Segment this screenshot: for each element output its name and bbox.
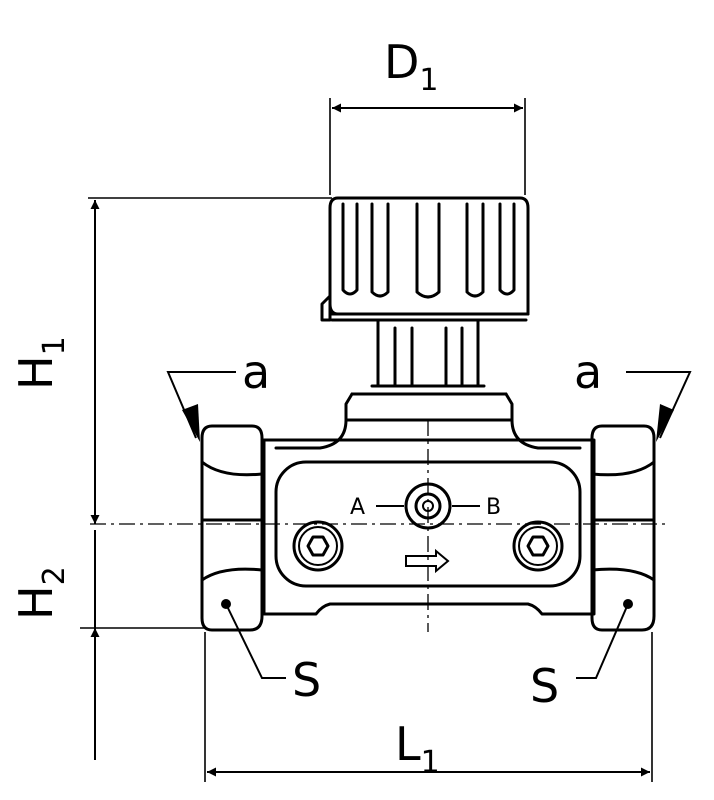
l1-label: L1 bbox=[395, 717, 440, 780]
flow-direction-arrow-icon bbox=[405, 548, 450, 574]
h2-label: H2 bbox=[9, 566, 72, 620]
valve-stem bbox=[350, 318, 508, 396]
measuring-port: A B bbox=[350, 482, 501, 530]
centerlines bbox=[90, 420, 668, 632]
left-hex-screw bbox=[292, 520, 344, 572]
s-left-label: S bbox=[292, 653, 321, 707]
a-right-label: a bbox=[574, 345, 602, 399]
h1-label: H1 bbox=[9, 336, 72, 390]
handwheel bbox=[320, 196, 530, 322]
dimension-d1: D1 bbox=[329, 35, 526, 195]
a-left-label: a bbox=[242, 345, 270, 399]
left-end-nut bbox=[200, 424, 264, 632]
dimension-h1: H1 bbox=[9, 197, 332, 524]
port-a-label: A bbox=[350, 495, 365, 520]
s-right-label: S bbox=[530, 659, 559, 713]
valve-body bbox=[262, 438, 596, 616]
seal-point-left: S bbox=[221, 599, 321, 707]
seal-point-right: S bbox=[530, 599, 633, 713]
valve-bonnet bbox=[274, 392, 582, 450]
port-b-label: B bbox=[486, 495, 501, 520]
right-hex-screw bbox=[512, 520, 564, 572]
right-end-nut bbox=[590, 424, 656, 632]
wrench-flat-marker-left: a bbox=[166, 345, 270, 442]
dimension-l1: L1 bbox=[204, 632, 653, 782]
dimension-h2: H2 bbox=[9, 530, 205, 760]
wrench-flat-marker-right: a bbox=[574, 345, 692, 442]
d1-label: D1 bbox=[384, 35, 439, 98]
